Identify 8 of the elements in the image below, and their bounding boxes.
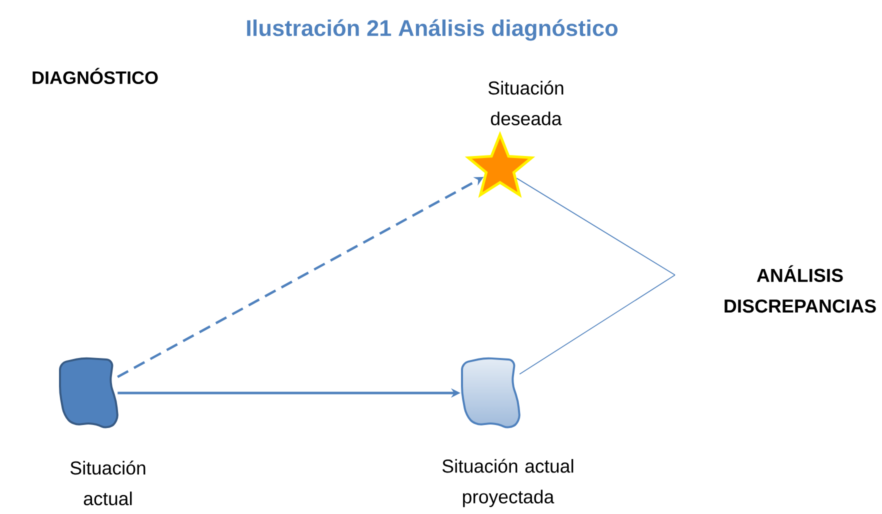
node-label: ANÁLISIS DISCREPANCIAS [724,265,876,313]
bracket-line [519,274,676,375]
title: Ilustración 21 Análisis diagnóstico [247,19,618,41]
bracket-line [516,178,676,276]
section-heading: DIAGNÓSTICO [32,68,158,84]
node-label: Situación actual proyectada [442,458,574,508]
node-label: Situación deseada [488,80,564,126]
node-label: Situación actual [70,460,146,506]
